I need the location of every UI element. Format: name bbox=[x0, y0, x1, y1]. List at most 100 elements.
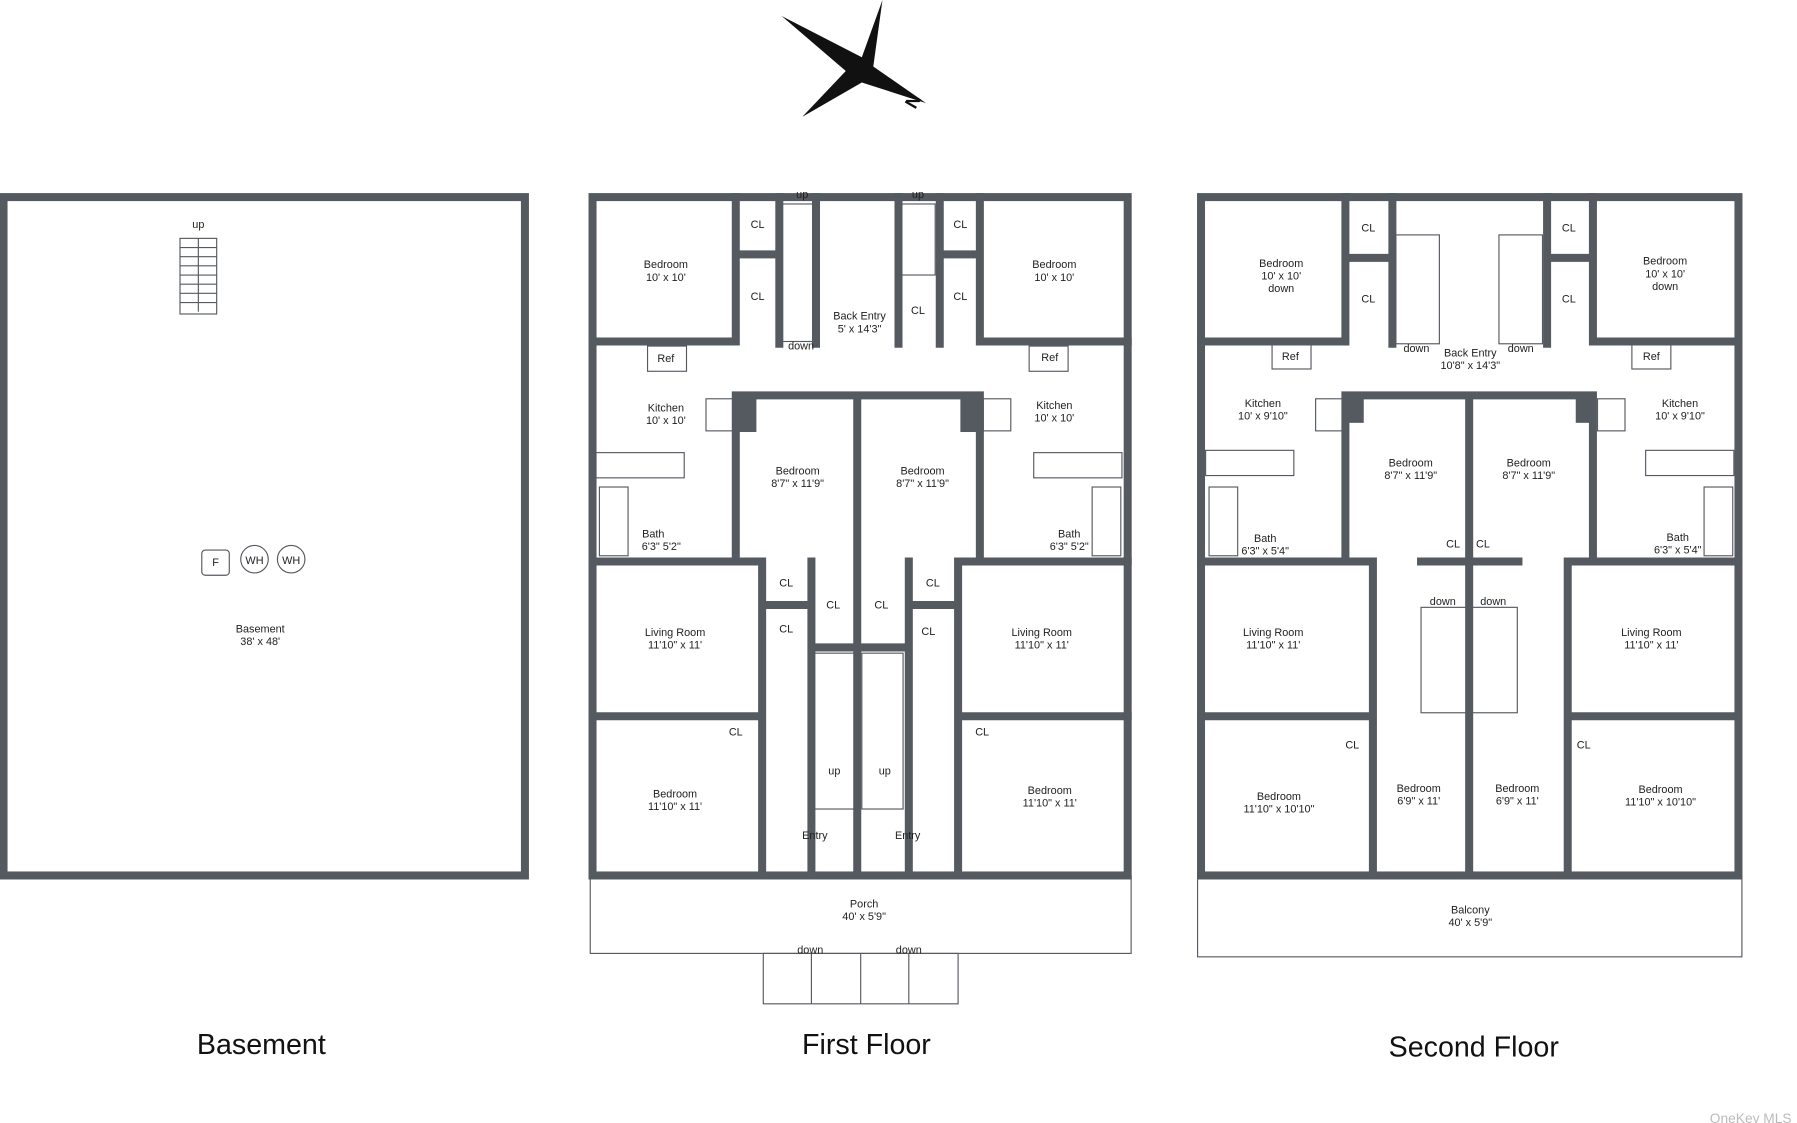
second-floor-room-label: 10' x 9'10" bbox=[1655, 410, 1705, 422]
basement-room-label: F bbox=[212, 557, 219, 569]
first-floor-room-label: down bbox=[896, 944, 922, 956]
second-floor-room-label: Bedroom bbox=[1638, 784, 1682, 796]
second-floor-room-label: CL bbox=[1476, 539, 1490, 551]
second-floor-room-label: down bbox=[1430, 596, 1456, 608]
first-floor-room-label: Entry bbox=[802, 830, 828, 842]
second-floor-room-label: Kitchen bbox=[1662, 398, 1698, 410]
first-floor-room-label: CL bbox=[826, 599, 840, 611]
first-floor-room-label: CL bbox=[953, 219, 967, 231]
first-floor-room-label: 8'7" x 11'9" bbox=[771, 478, 824, 490]
water-heater-icon bbox=[240, 544, 269, 574]
first-floor-room-label: Bedroom bbox=[1032, 259, 1076, 271]
second-floor-room-label: 11'10" x 10'10" bbox=[1625, 797, 1696, 809]
second-floor-room-label: Living Room bbox=[1243, 627, 1303, 639]
second-floor-room-label: CL bbox=[1577, 739, 1591, 751]
second-floor-room-label: Bedroom bbox=[1643, 256, 1687, 268]
first-floor-room-label: Bedroom bbox=[776, 465, 820, 477]
second-floor-room-label: 11'10" x 11' bbox=[1624, 640, 1678, 652]
second-floor-room-label: 10'8" x 14'3" bbox=[1440, 360, 1500, 372]
second-floor-room-label: 6'9" x 11' bbox=[1496, 795, 1539, 807]
first-floor-room-label: 11'10" x 11' bbox=[648, 801, 702, 813]
second-floor-room-label: 10' x 10' bbox=[1645, 268, 1685, 280]
first-floor-room-label: 10' x 10' bbox=[646, 272, 686, 284]
second-floor-room-label: down bbox=[1403, 343, 1429, 355]
furnace-icon bbox=[201, 549, 230, 576]
second-floor-room-label: 10' x 10' bbox=[1261, 271, 1301, 283]
basement-room-label: Basement bbox=[236, 624, 285, 636]
second-floor-room-label: 40' x 5'9" bbox=[1448, 917, 1492, 929]
first-floor-room-label: 10' x 10' bbox=[1034, 272, 1074, 284]
first-floor-room-label: Bedroom bbox=[1028, 785, 1072, 797]
first-floor-room-label: CL bbox=[779, 624, 793, 636]
second-floor-room-label: down bbox=[1480, 596, 1506, 608]
first-floor-room-label: CL bbox=[926, 578, 940, 590]
first-floor-room-label: Bedroom bbox=[900, 465, 944, 477]
second-floor-room-label: CL bbox=[1446, 539, 1460, 551]
second-floor-room-label: 6'3" x 5'4" bbox=[1241, 546, 1289, 558]
first-floor-room-label: CL bbox=[779, 578, 793, 590]
first-floor-room-label: Bedroom bbox=[653, 789, 697, 801]
second-floor-room-label: CL bbox=[1562, 222, 1576, 234]
second-floor-room-label: Bedroom bbox=[1389, 457, 1433, 469]
second-floor-room-label: Bath bbox=[1667, 532, 1689, 544]
second-floor-room-label: Bedroom bbox=[1507, 457, 1551, 469]
first-floor-room-label: CL bbox=[874, 599, 888, 611]
first-floor-room-label: CL bbox=[751, 219, 765, 231]
first-floor-room-label: 11'10" x 11' bbox=[1023, 798, 1077, 810]
second-floor-room-label: CL bbox=[1345, 739, 1359, 751]
first-floor-room-label: CL bbox=[975, 727, 989, 739]
first-floor-room-label: Back Entry bbox=[833, 311, 886, 323]
first-floor-room-label: Porch bbox=[850, 899, 878, 911]
second-floor-room-label: Ref bbox=[1643, 351, 1661, 363]
first-floor-room-label: Bath bbox=[1058, 528, 1080, 540]
basement-room-label: WH bbox=[245, 555, 263, 567]
first-floor-room-label: Kitchen bbox=[1036, 400, 1072, 412]
first-floor-room-label: CL bbox=[751, 291, 765, 303]
first-floor-room-label: 11'10" x 11' bbox=[648, 640, 702, 652]
second-floor-title: Second Floor bbox=[1389, 1032, 1560, 1064]
first-floor-plan bbox=[588, 193, 1132, 1005]
second-floor-room-label: Living Room bbox=[1621, 627, 1681, 639]
second-floor-room-label: Back Entry bbox=[1444, 347, 1497, 359]
first-floor-room-label: down bbox=[788, 341, 814, 353]
basement-room-label: 38' x 48' bbox=[240, 636, 280, 648]
second-floor-room-label: 8'7" x 11'9" bbox=[1502, 470, 1555, 482]
first-floor-room-label: 6'3" 5'2" bbox=[1050, 541, 1089, 553]
first-floor-room-label: CL bbox=[911, 305, 925, 317]
second-floor-room-label: 11'10" x 10'10" bbox=[1243, 803, 1314, 815]
second-floor-room-label: Bedroom bbox=[1259, 258, 1303, 270]
first-floor-room-label: CL bbox=[953, 291, 967, 303]
second-floor-room-label: Bedroom bbox=[1257, 791, 1301, 803]
first-floor-room-label: 8'7" x 11'9" bbox=[896, 478, 949, 490]
first-floor-room-label: Living Room bbox=[1012, 627, 1072, 639]
second-floor-room-label: Balcony bbox=[1451, 904, 1490, 916]
stairs-icon bbox=[179, 237, 218, 315]
first-floor-room-label: up bbox=[828, 766, 840, 778]
basement-room-label: up bbox=[192, 219, 204, 231]
first-floor-room-label: up bbox=[796, 189, 808, 201]
second-floor-room-label: down bbox=[1508, 343, 1534, 355]
first-floor-room-label: 10' x 10' bbox=[1034, 413, 1074, 425]
second-floor-room-label: Bath bbox=[1254, 533, 1276, 545]
basement-room-label: WH bbox=[282, 555, 300, 567]
first-floor-room-label: Ref bbox=[657, 353, 675, 365]
second-floor-room-label: CL bbox=[1361, 294, 1375, 306]
second-floor-room-label: 6'9" x 11' bbox=[1397, 795, 1440, 807]
first-floor-room-label: up bbox=[912, 189, 924, 201]
second-floor-room-label: Kitchen bbox=[1245, 398, 1281, 410]
first-floor-room-label: 10' x 10' bbox=[646, 415, 686, 427]
first-floor-room-label: down bbox=[797, 944, 823, 956]
second-floor-room-label: CL bbox=[1562, 294, 1576, 306]
first-floor-room-label: up bbox=[879, 766, 891, 778]
first-floor-room-label: 40' x 5'9" bbox=[842, 911, 886, 923]
watermark: OneKey MLS bbox=[1710, 1111, 1792, 1123]
water-heater-icon bbox=[276, 544, 306, 574]
basement-title: Basement bbox=[197, 1029, 326, 1061]
first-floor-room-label: Bedroom bbox=[644, 259, 688, 271]
first-floor-room-label: Bath bbox=[642, 528, 664, 540]
first-floor-room-label: Ref bbox=[1041, 352, 1059, 364]
second-floor-room-label: Bedroom bbox=[1397, 783, 1441, 795]
first-floor-room-label: 11'10" x 11' bbox=[1015, 640, 1069, 652]
first-floor-room-label: Kitchen bbox=[648, 402, 684, 414]
